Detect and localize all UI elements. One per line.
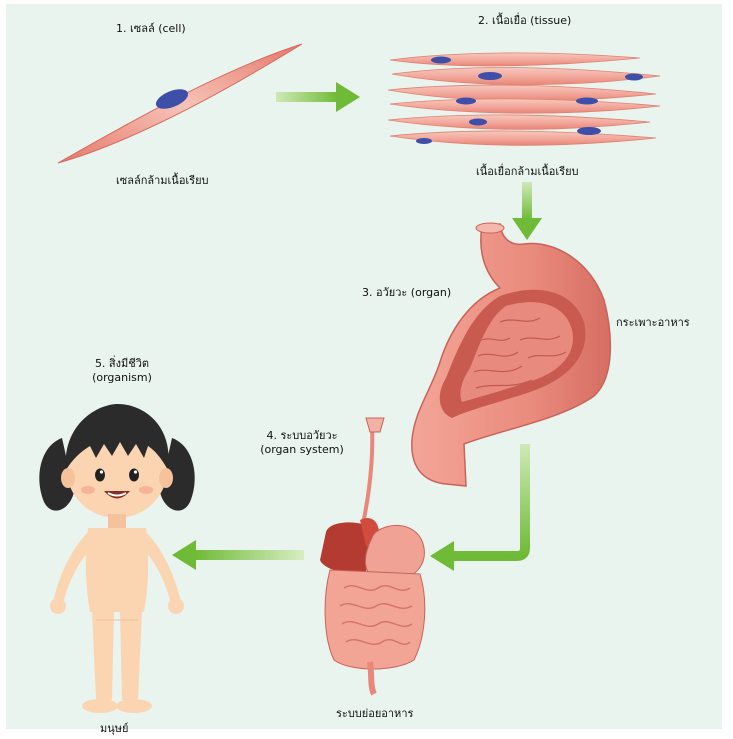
digestive-system-illustration bbox=[320, 418, 425, 694]
smooth-muscle-tissue bbox=[388, 53, 660, 145]
organism-title-thai: 5. สิ่งมีชีวิต bbox=[82, 357, 162, 371]
organism-title: 5. สิ่งมีชีวิต (organism) bbox=[82, 357, 162, 385]
organ-system-caption: ระบบย่อยอาหาร bbox=[336, 707, 413, 721]
tissue-caption: เนื้อเยื่อกล้ามเนื้อเรียบ bbox=[476, 165, 579, 179]
tissue-title: 2. เนื้อเยื่อ (tissue) bbox=[478, 14, 571, 28]
cell-title: 1. เซลล์ (cell) bbox=[116, 22, 186, 36]
organ-system-title: 4. ระบบอวัยวะ (organ system) bbox=[252, 429, 352, 457]
cell-caption: เซลล์กล้ามเนื้อเรียบ bbox=[116, 174, 209, 188]
smooth-muscle-cell bbox=[58, 44, 302, 163]
organ-system-title-thai: 4. ระบบอวัยวะ bbox=[252, 429, 352, 443]
arrow-cell-to-tissue bbox=[276, 82, 360, 112]
organ-title: 3. อวัยวะ (organ) bbox=[362, 286, 451, 300]
human-child-illustration bbox=[39, 404, 194, 713]
arrow-tissue-to-organ bbox=[512, 182, 542, 240]
organ-caption: กระเพาะอาหาร bbox=[616, 316, 690, 330]
organism-title-english: (organism) bbox=[82, 371, 162, 385]
organ-system-title-english: (organ system) bbox=[252, 443, 352, 457]
organism-caption: มนุษย์ bbox=[100, 722, 128, 736]
arrow-system-to-organism bbox=[172, 540, 304, 570]
stomach-illustration bbox=[412, 223, 611, 486]
